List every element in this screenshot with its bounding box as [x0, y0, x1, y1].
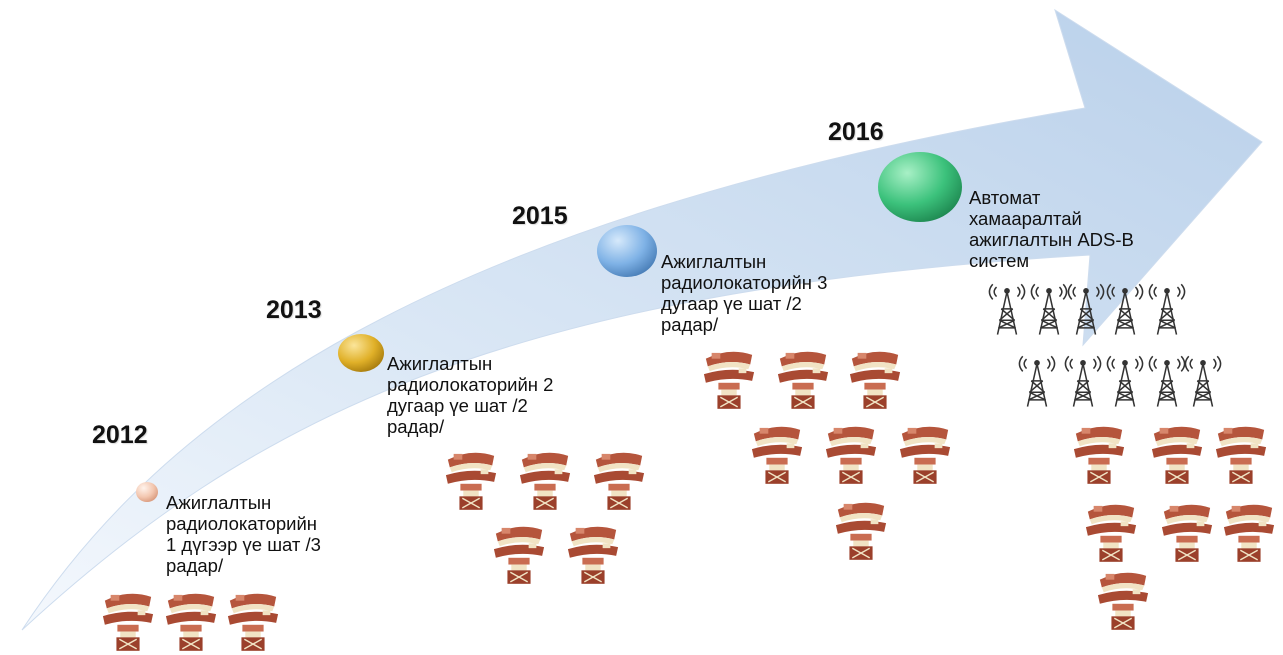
radar-station-icon	[751, 426, 803, 484]
antenna-tower-icon	[1148, 283, 1186, 336]
antenna-tower-icon	[1030, 283, 1068, 336]
year-label-2013: 2013	[266, 296, 322, 324]
antenna-tower-icon	[1018, 355, 1056, 408]
radar-station-icon	[519, 452, 571, 510]
radar-station-icon	[1151, 426, 1203, 484]
radar-station-icon	[1097, 572, 1149, 630]
year-label-2016: 2016	[828, 118, 884, 146]
milestone-marker-2012	[136, 482, 158, 502]
radar-station-icon	[493, 526, 545, 584]
radar-station-icon	[1223, 504, 1275, 562]
radar-station-icon	[1161, 504, 1213, 562]
year-label-2015: 2015	[512, 202, 568, 230]
milestone-description-2012: Ажиглалтын радиолокаторийн 1 дүгээр үе ш…	[166, 492, 321, 576]
milestone-description-2013: Ажиглалтын радиолокаторийн 2 дугаар үе ш…	[387, 353, 554, 437]
antenna-tower-icon	[1148, 355, 1186, 408]
radar-station-icon	[849, 351, 901, 409]
radar-group-2012	[102, 593, 279, 651]
radar-station-icon	[835, 502, 887, 560]
radar-station-icon	[1073, 426, 1125, 484]
radar-station-icon	[703, 351, 755, 409]
antenna-tower-icon	[1184, 355, 1222, 408]
radar-station-icon	[445, 452, 497, 510]
year-label-2012: 2012	[92, 421, 148, 449]
radar-group-2015	[703, 351, 951, 560]
milestone-marker-2015	[597, 225, 657, 277]
radar-station-icon	[567, 526, 619, 584]
radar-station-icon	[825, 426, 877, 484]
radar-station-icon	[165, 593, 217, 651]
radar-station-icon	[899, 426, 951, 484]
antenna-tower-icon	[988, 283, 1026, 336]
radar-group-2013	[445, 452, 645, 584]
milestone-description-2016: Автомат хамааралтай ажиглалтын ADS-B сис…	[969, 187, 1134, 271]
antenna-tower-icon	[1064, 355, 1102, 408]
antenna-tower-icon	[1106, 355, 1144, 408]
radar-station-icon	[1215, 426, 1267, 484]
radar-station-icon	[777, 351, 829, 409]
radar-station-icon	[1085, 504, 1137, 562]
radar-station-icon	[593, 452, 645, 510]
milestone-marker-2016	[878, 152, 962, 222]
radar-station-icon	[102, 593, 154, 651]
milestone-description-2015: Ажиглалтын радиолокаторийн 3 дугаар үе ш…	[661, 251, 828, 335]
radar-station-icon	[227, 593, 279, 651]
milestone-marker-2013	[338, 334, 384, 372]
radar-group-2016	[1073, 426, 1275, 630]
